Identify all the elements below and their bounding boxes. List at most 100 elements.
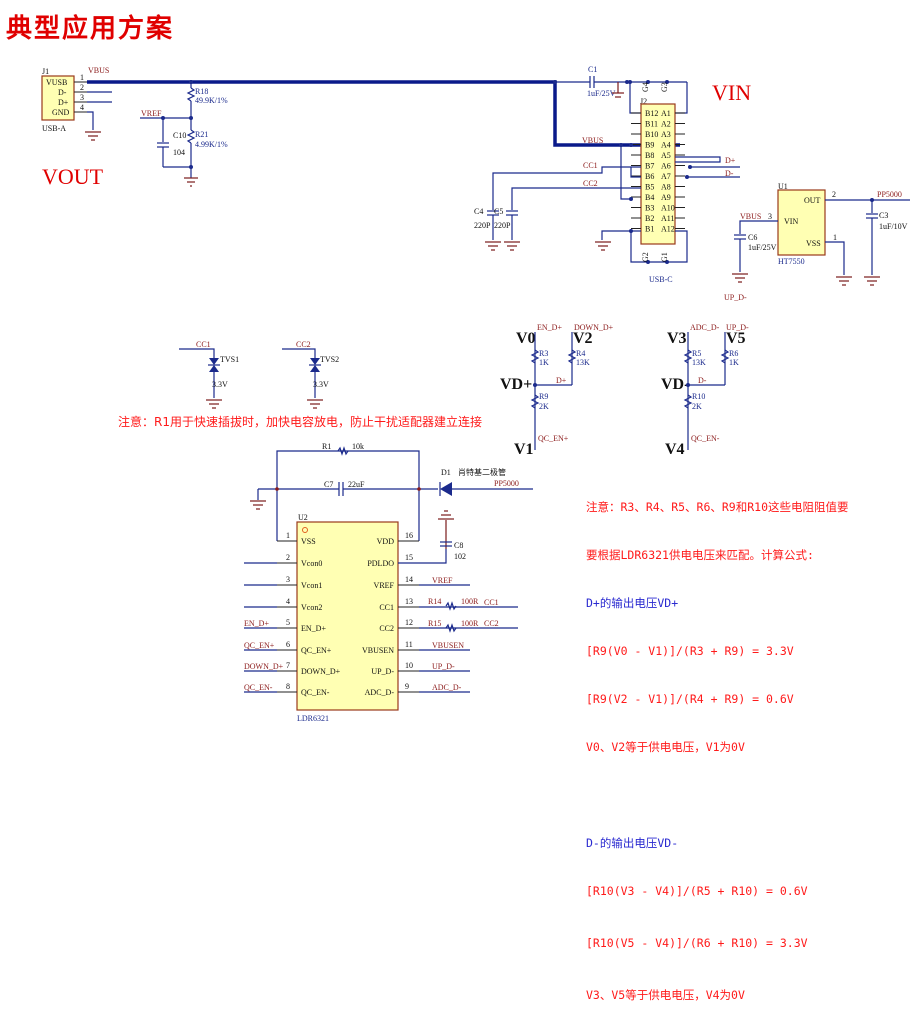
r5-ref: R5 [692, 349, 701, 358]
vin-label: VIN [712, 80, 751, 105]
ground-icon [206, 399, 222, 409]
vdp-net-en: EN_D+ [537, 323, 562, 332]
resistor-icon [445, 623, 457, 633]
usb-c-name: USB-C [649, 275, 673, 284]
net-dp-c: D+ [725, 156, 736, 165]
usb-c-pin-a: A2 [661, 120, 671, 129]
usb-c-pin-b: B2 [645, 214, 654, 223]
ldr-right-pin-name: CC1 [379, 603, 394, 612]
c5-value: 220P [494, 221, 511, 230]
ldo-ref: U1 [778, 182, 788, 191]
r18-ref: R18 [195, 87, 208, 96]
ldr-left-net: QC_EN+ [244, 641, 275, 650]
usb-c-pin-a: A6 [661, 162, 671, 171]
ldr-left-pin-name: EN_D+ [301, 624, 326, 633]
resistor-icon [683, 394, 693, 409]
usb-c-pin-b: B10 [645, 130, 658, 139]
tvs-icon [209, 358, 219, 365]
usb-c-pin-b: B8 [645, 151, 654, 160]
vdm-net-adc: ADC_D- [690, 323, 720, 332]
vout-label: VOUT [42, 164, 104, 189]
ldo-out: OUT [804, 196, 821, 205]
vdm-net-bot: QC_EN- [691, 434, 720, 443]
ldr-right-pin-num: 16 [405, 531, 413, 540]
tvs1-ref: TVS1 [220, 355, 239, 364]
r18-value: 49.9K/1% [195, 96, 228, 105]
ldr-right-pin-name: VREF [374, 581, 395, 590]
tvs1: CC1 TVS1 3.3V [179, 340, 239, 409]
ldr-left-pin-name: QC_EN- [301, 688, 330, 697]
resistor-icon [337, 446, 349, 456]
usb-c-pin-a: A1 [661, 109, 671, 118]
ldr-right-pin-num: 15 [405, 553, 413, 562]
ldr-left-pin-name: VSS [301, 537, 316, 546]
v3-label: V3 [667, 330, 687, 347]
c3-value: 1uF/10V [879, 222, 908, 231]
usb-c-pin-a: A11 [661, 214, 674, 223]
usb-a-pin3-name: D+ [58, 98, 69, 107]
v1-label: V1 [514, 441, 534, 458]
ldr-left-pin-num: 5 [286, 618, 290, 627]
r1-ref: R1 [322, 442, 331, 451]
usb-c-pin-b: B4 [645, 193, 654, 202]
tvs2: CC2 TVS2 3.3V [282, 340, 339, 409]
ldr-left-pin-name: QC_EN+ [301, 646, 332, 655]
ldr-left-pin-name: Vcon1 [301, 581, 322, 590]
v4-label: V4 [665, 441, 685, 458]
ldo-regulator: U1 OUT VIN VSS HT7550 2 PP5000 C3 1uF/10… [724, 182, 910, 302]
c6-value: 1uF/25V [748, 243, 777, 252]
tvs2-ref: TVS2 [320, 355, 339, 364]
ground-icon [504, 241, 520, 251]
note2-dm-head: D-的输出电压VD- [586, 836, 679, 850]
c4-value: 220P [474, 221, 491, 230]
ldr-right-pin-num: 14 [405, 575, 413, 584]
ldr-left-pin-num: 3 [286, 575, 290, 584]
usb-a-pin2-name: D- [58, 88, 67, 97]
usb-c-pin-b: B5 [645, 183, 654, 192]
note2-dp-3: V0、V2等于供电电压，V1为0V [586, 740, 745, 754]
ldr-right-pin-num: 9 [405, 682, 409, 691]
usb-c-pin-a: A7 [661, 172, 671, 181]
r6-value: 1K [729, 358, 739, 367]
ldr-right-pin-name: PDLDO [367, 559, 394, 568]
c10-value: 104 [173, 148, 185, 157]
ground-icon [184, 177, 198, 187]
usb-a-pin4-name: GND [52, 108, 70, 117]
resistor-icon [186, 129, 196, 144]
ldo-vss-num: 1 [833, 233, 837, 242]
d1-ref: D1 [441, 468, 451, 477]
tvs2-net: CC2 [296, 340, 311, 349]
r15-value: 100R [461, 619, 479, 628]
note2-dm-3: V3、V5等于供电电压，V4为0V [586, 988, 745, 1002]
ldo-vin-num: 3 [768, 212, 772, 221]
schematic: J1 VUSB D- D+ GND 1 2 3 4 USB-A VBUS VOU… [41, 65, 910, 723]
ldr-left-pin-name: DOWN_D+ [301, 667, 341, 676]
usb-c-body [640, 103, 676, 245]
note2-dp-2: [R9(V2 - V1)]/(R4 + R9) = 0.6V [586, 692, 794, 706]
ldr-right-net: CC2 [484, 619, 499, 628]
ldr-right-pin-num: 10 [405, 661, 413, 670]
r10-ref: R10 [692, 392, 705, 401]
ldr-left-net: DOWN_D+ [244, 662, 284, 671]
stray-up-dm: UP_D- [724, 293, 747, 302]
ldr-right-pin-name: ADC_D- [365, 688, 395, 697]
net-cc2-c: CC2 [583, 179, 598, 188]
resistor-icon [567, 349, 577, 364]
usb-c-pin-b: B9 [645, 141, 654, 150]
c1-value: 1uF/25V [587, 89, 616, 98]
c10-ref: C10 [173, 131, 186, 140]
ldr-left-pin-num: 7 [286, 661, 290, 670]
ldr-left-pin-name: Vcon2 [301, 603, 322, 612]
ground-icon [864, 276, 880, 286]
r4-ref: R4 [576, 349, 585, 358]
usb-c-ref: J2 [640, 97, 647, 106]
c7-value: 22uF [348, 480, 365, 489]
v2-label: V2 [573, 330, 593, 347]
ldo-vss: VSS [806, 239, 821, 248]
shield-g1: G1 [660, 252, 669, 262]
r21-ref: R21 [195, 130, 208, 139]
usb-c-pin-b: B1 [645, 225, 654, 234]
v0-label: V0 [516, 330, 536, 347]
shield-g4: G4 [641, 82, 650, 92]
